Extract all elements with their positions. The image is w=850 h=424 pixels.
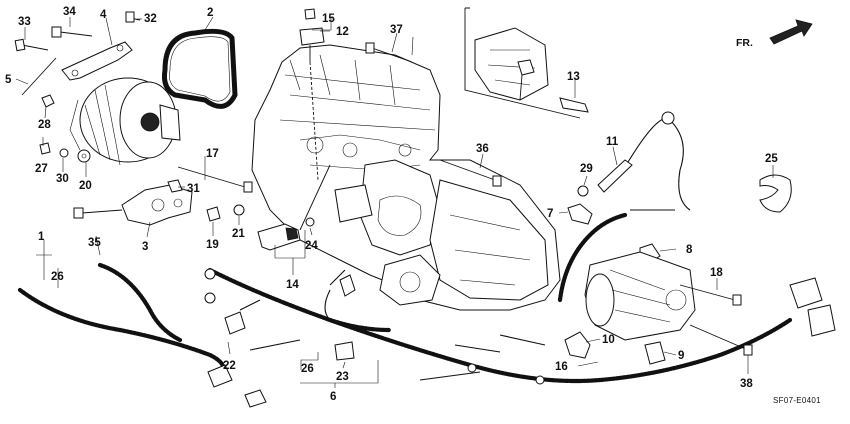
sensors-center xyxy=(206,164,331,251)
callout-16: 16 xyxy=(555,361,568,373)
callout-34: 34 xyxy=(63,6,76,18)
hose-clamp xyxy=(759,174,792,213)
callout-21: 21 xyxy=(232,228,245,240)
callout-3: 3 xyxy=(142,241,148,253)
callout-24: 24 xyxy=(305,240,318,252)
callout-23: 23 xyxy=(336,371,349,383)
callout-5: 5 xyxy=(5,74,12,86)
callout-17: 17 xyxy=(206,148,219,160)
callout-15: 15 xyxy=(322,13,335,25)
starter-motor xyxy=(584,251,742,341)
callout-28: 28 xyxy=(38,119,51,131)
callout-20: 20 xyxy=(79,180,92,192)
front-label: FR. xyxy=(736,37,753,49)
sender-unit xyxy=(299,8,325,181)
callout-6: 6 xyxy=(330,391,336,403)
callout-9: 9 xyxy=(678,350,684,362)
alternator-bracket xyxy=(14,11,141,96)
callout-30: 30 xyxy=(56,173,69,185)
engine-bolts xyxy=(365,42,502,187)
callout-37: 37 xyxy=(390,24,403,36)
mount-bracket xyxy=(73,166,253,226)
callout-31: 31 xyxy=(187,183,200,195)
callout-32: 32 xyxy=(144,13,157,25)
callout-38: 38 xyxy=(740,378,753,390)
callout-11: 11 xyxy=(606,136,619,148)
callout-36: 36 xyxy=(476,143,489,155)
leader-lines xyxy=(15,16,774,388)
callout-4: 4 xyxy=(100,9,107,21)
diagram-code: SF07-E0401 xyxy=(773,396,821,405)
callout-7: 7 xyxy=(547,208,553,220)
callout-19: 19 xyxy=(206,239,219,251)
callout-labels: 1 2 3 4 5 6 7 8 9 10 11 12 13 14 15 16 1… xyxy=(5,6,778,403)
callout-26a: 26 xyxy=(51,271,64,283)
harness-bolt xyxy=(689,324,753,356)
callout-13: 13 xyxy=(567,71,580,83)
callout-26b: 26 xyxy=(301,363,314,375)
callout-8: 8 xyxy=(686,244,693,256)
callout-25: 25 xyxy=(765,153,778,165)
callout-22: 22 xyxy=(223,360,236,372)
callout-14: 14 xyxy=(286,279,299,291)
front-direction-marker: FR. xyxy=(736,19,813,49)
callout-1: 1 xyxy=(38,231,45,243)
callout-12: 12 xyxy=(336,26,349,38)
wire-harness xyxy=(17,212,836,408)
callout-27: 27 xyxy=(35,163,48,175)
oxygen-sensor xyxy=(577,111,691,211)
callout-29: 29 xyxy=(580,163,593,175)
callout-35: 35 xyxy=(88,237,101,249)
alternator xyxy=(69,77,181,166)
callout-10: 10 xyxy=(602,334,615,346)
inset-detail xyxy=(464,7,589,119)
drive-belt xyxy=(162,28,238,109)
washers-nuts-left xyxy=(39,94,91,163)
engine-block xyxy=(251,44,561,311)
callout-2: 2 xyxy=(207,7,213,19)
callout-33: 33 xyxy=(18,16,31,28)
callout-18: 18 xyxy=(710,267,723,279)
